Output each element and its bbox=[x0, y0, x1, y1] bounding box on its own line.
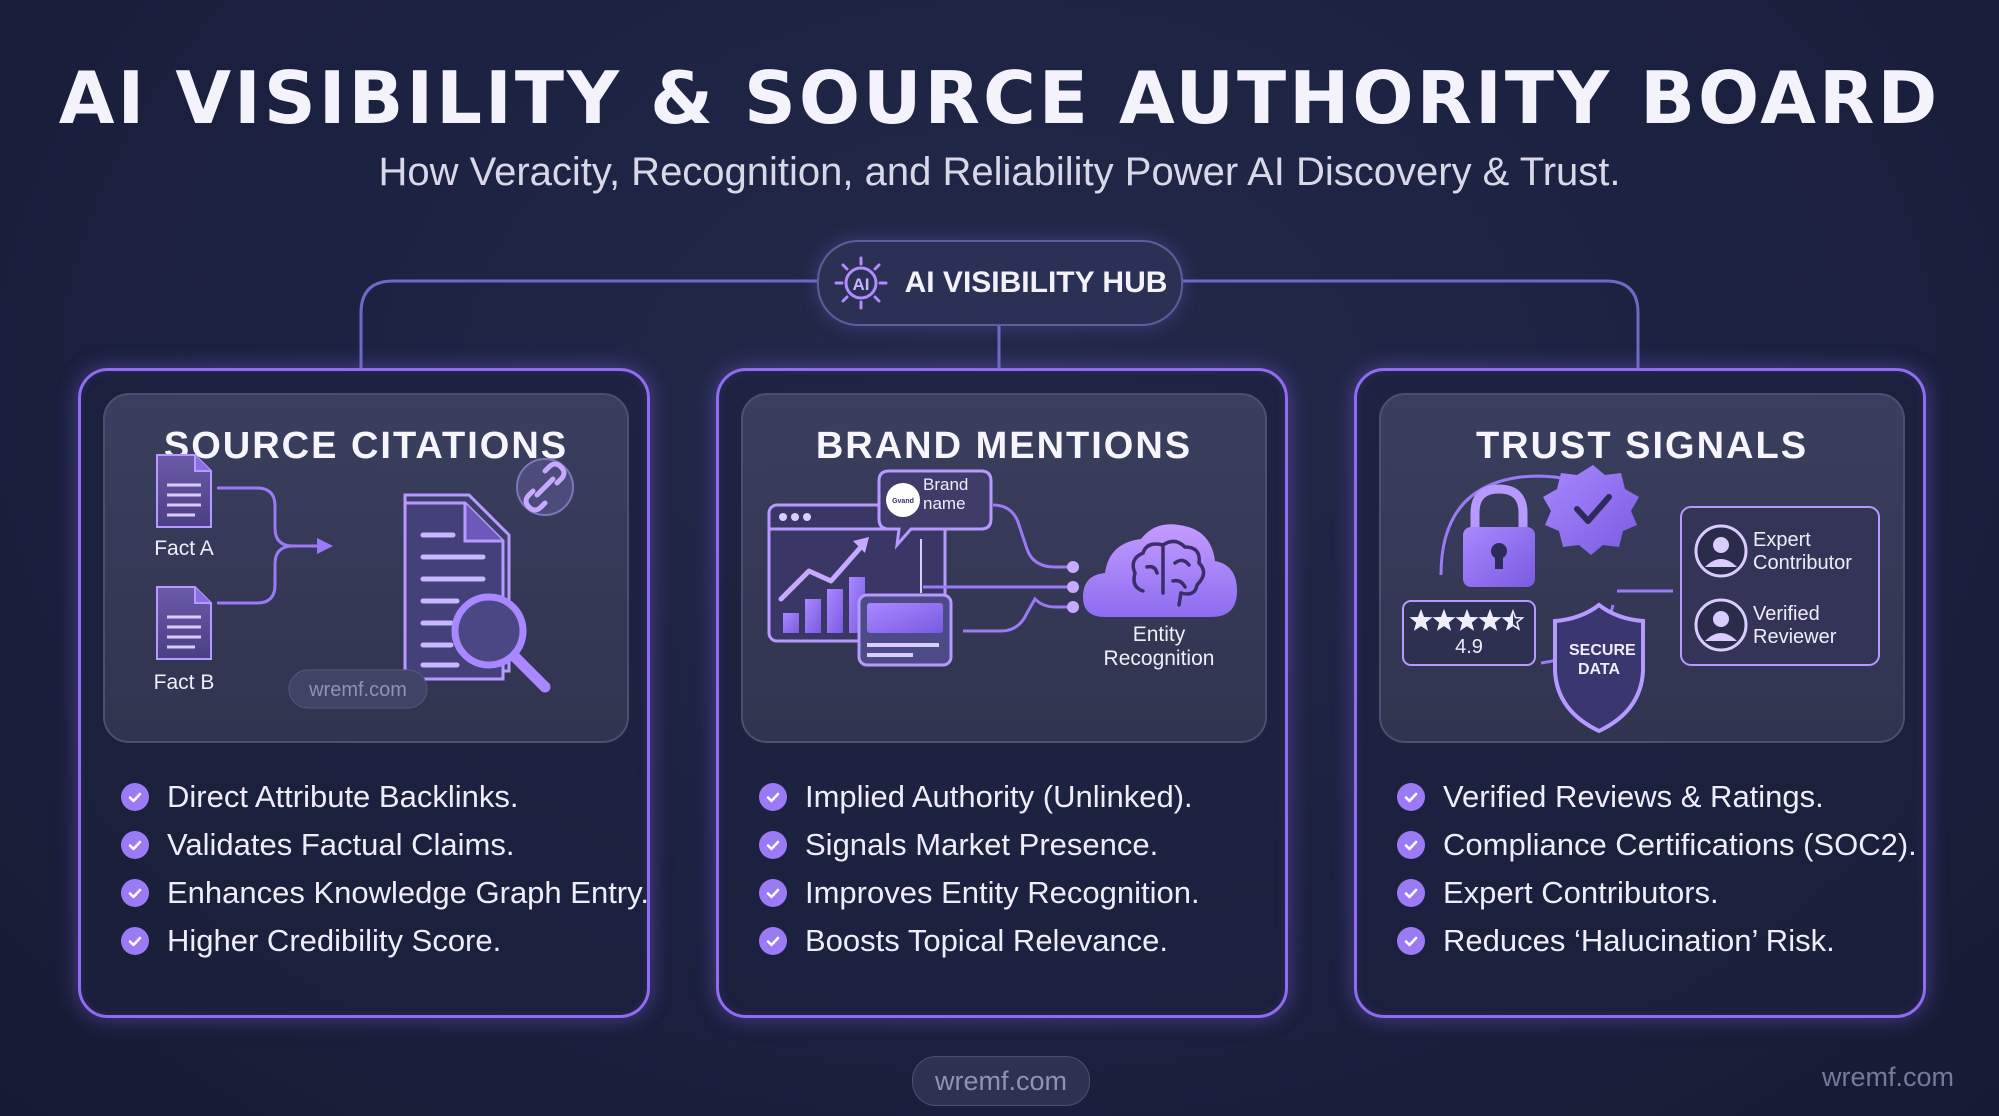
hub-label: AI VISIBILITY HUB bbox=[904, 266, 1168, 299]
bullet-list: Verified Reviews & Ratings. Compliance C… bbox=[1397, 773, 1917, 965]
card-panel: SOURCE CITATIONS Fact A bbox=[103, 393, 629, 743]
star-fill bbox=[1411, 611, 1431, 630]
check-icon bbox=[759, 879, 787, 907]
padlock-icon bbox=[1463, 484, 1535, 587]
list-item: Enhances Knowledge Graph Entry. bbox=[121, 869, 649, 917]
ai-visibility-hub: AI AI VISIBILITY HUB bbox=[817, 240, 1183, 326]
cloud-brain-icon bbox=[1083, 524, 1237, 617]
list-item: Compliance Certifications (SOC2). bbox=[1397, 821, 1917, 869]
star-icon bbox=[1478, 608, 1502, 631]
card-trust-signals: TRUST SIGNALS 4.9 bbox=[1354, 368, 1926, 1018]
secure-data-label: SECURE DATA bbox=[1569, 642, 1636, 678]
check-icon bbox=[121, 927, 149, 955]
bullet-list: Implied Authority (Unlinked). Signals Ma… bbox=[759, 773, 1200, 965]
document-icon bbox=[156, 586, 212, 660]
check-icon bbox=[121, 783, 149, 811]
bullet-list: Direct Attribute Backlinks. Validates Fa… bbox=[121, 773, 649, 965]
star-fill bbox=[1503, 611, 1513, 630]
check-icon bbox=[121, 879, 149, 907]
brand-name-label: Brand name bbox=[923, 475, 969, 513]
list-item: Direct Attribute Backlinks. bbox=[121, 773, 649, 821]
ai-badge-text: AI bbox=[852, 275, 869, 294]
card-panel: TRUST SIGNALS 4.9 bbox=[1379, 393, 1905, 743]
check-icon bbox=[1397, 831, 1425, 859]
fact-a-label: Fact A bbox=[154, 537, 214, 560]
brand-mentions-illustration: Gvand Brand name bbox=[767, 469, 1237, 670]
ai-chip-icon: AI bbox=[834, 256, 888, 310]
check-icon bbox=[1397, 783, 1425, 811]
list-item: Higher Credibility Score. bbox=[121, 917, 649, 965]
rating-box: 4.9 bbox=[1402, 600, 1536, 666]
card-title: BRAND MENTIONS bbox=[815, 425, 1193, 467]
check-icon bbox=[759, 927, 787, 955]
star-fill bbox=[1457, 611, 1477, 630]
star-icon bbox=[1432, 608, 1456, 631]
watermark-corner: wremf.com bbox=[1821, 1062, 1954, 1092]
source-citations-illustration: Fact A Fact B bbox=[154, 454, 574, 709]
fact-b-label: Fact B bbox=[154, 671, 215, 694]
document-icon bbox=[156, 454, 212, 528]
card-brand-mentions: BRAND MENTIONS bbox=[716, 368, 1288, 1018]
watermark-pill: wremf.com bbox=[912, 1056, 1090, 1106]
check-icon bbox=[1397, 927, 1425, 955]
panel-watermark: wremf.com bbox=[308, 679, 407, 701]
star-fill bbox=[1434, 611, 1454, 630]
card-title: SOURCE CITATIONS bbox=[163, 425, 569, 467]
card-title: TRUST SIGNALS bbox=[1475, 425, 1809, 467]
list-item: Verified Reviews & Ratings. bbox=[1397, 773, 1917, 821]
page-subtitle: How Veracity, Recognition, and Reliabili… bbox=[378, 150, 1621, 194]
check-icon bbox=[759, 783, 787, 811]
star-icon bbox=[1455, 608, 1479, 631]
star-fill bbox=[1480, 611, 1500, 630]
list-item: Improves Entity Recognition. bbox=[759, 869, 1200, 917]
verified-reviewer-label: Verified Reviewer bbox=[1753, 603, 1837, 648]
trust-signals-illustration: 4.9 SECURE DATA Expert Contributor bbox=[1402, 465, 1880, 734]
list-item: Signals Market Presence. bbox=[759, 821, 1200, 869]
entity-recognition-label: Entity Recognition bbox=[1103, 623, 1215, 670]
list-item: Expert Contributors. bbox=[1397, 869, 1917, 917]
speech-bubble-icon: Gvand Brand name bbox=[877, 469, 993, 550]
user-icon bbox=[1694, 598, 1748, 652]
rating-value: 4.9 bbox=[1455, 636, 1483, 658]
brand-logo-text: Gvand bbox=[892, 498, 914, 505]
verified-badge-icon bbox=[1543, 465, 1639, 555]
card-source-citations: SOURCE CITATIONS Fact A bbox=[78, 368, 650, 1018]
card-panel: BRAND MENTIONS bbox=[741, 393, 1267, 743]
list-item: Implied Authority (Unlinked). bbox=[759, 773, 1200, 821]
list-item: Reduces ‘Halucination’ Risk. bbox=[1397, 917, 1917, 965]
magnifier-icon bbox=[451, 593, 551, 693]
check-icon bbox=[759, 831, 787, 859]
star-icon bbox=[1501, 608, 1525, 631]
star-icon bbox=[1409, 608, 1433, 631]
list-item: Validates Factual Claims. bbox=[121, 821, 649, 869]
check-icon bbox=[1397, 879, 1425, 907]
link-icon bbox=[516, 458, 574, 516]
user-icon bbox=[1694, 524, 1748, 578]
expert-contributor-label: Expert Contributor bbox=[1753, 529, 1852, 574]
check-icon bbox=[121, 831, 149, 859]
page-title: AI VISIBILITY & SOURCE AUTHORITY BOARD bbox=[58, 56, 1941, 140]
shield-icon: SECURE DATA bbox=[1553, 602, 1645, 734]
list-item: Boosts Topical Relevance. bbox=[759, 917, 1200, 965]
star-rating bbox=[1409, 608, 1525, 631]
